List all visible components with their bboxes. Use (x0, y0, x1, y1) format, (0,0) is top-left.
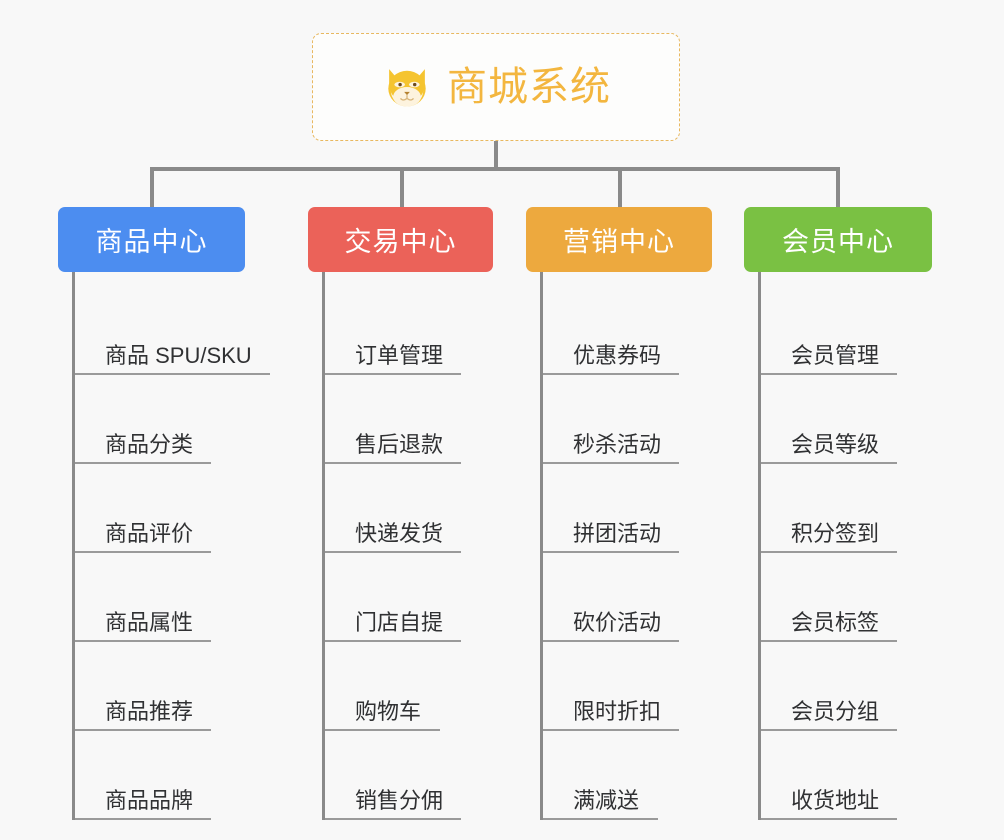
list-item[interactable]: 商品 SPU/SKU (75, 286, 302, 375)
leaf-underline (75, 462, 211, 464)
list-item[interactable]: 门店自提 (325, 553, 552, 642)
leaf-label: 订单管理 (355, 342, 444, 368)
leaf-underline (543, 551, 679, 553)
leaf-underline (325, 729, 440, 731)
leaf-underline (75, 551, 211, 553)
connector-drop-marketing-center (618, 167, 622, 209)
list-item[interactable]: 优惠券码 (543, 286, 770, 375)
leaf-label: 积分签到 (791, 520, 880, 546)
list-item[interactable]: 商品分类 (75, 375, 302, 464)
list-item[interactable]: 秒杀活动 (543, 375, 770, 464)
leaf-label: 销售分佣 (355, 787, 444, 813)
leaf-label: 会员管理 (791, 342, 880, 368)
leaf-list-product-center: 商品 SPU/SKU 商品分类 商品评价 商品属性 商品推荐 商品品牌 (72, 272, 302, 820)
leaf-underline (543, 729, 679, 731)
leaf-label: 砍价活动 (573, 609, 662, 635)
list-item[interactable]: 会员等级 (761, 375, 988, 464)
leaf-list-member-center: 会员管理 会员等级 积分签到 会员标签 会员分组 收货地址 (758, 272, 988, 820)
leaf-underline (543, 462, 679, 464)
list-item[interactable]: 快递发货 (325, 464, 552, 553)
leaf-underline (75, 818, 211, 820)
leaf-label: 商品 SPU/SKU (105, 342, 252, 368)
list-item[interactable]: 商品品牌 (75, 731, 302, 820)
connector-drop-member-center (836, 167, 840, 209)
root-node[interactable]: 商城系统 (312, 33, 680, 141)
leaf-underline (325, 551, 461, 553)
list-item[interactable]: 会员管理 (761, 286, 988, 375)
list-item[interactable]: 订单管理 (325, 286, 552, 375)
list-item[interactable]: 收货地址 (761, 731, 988, 820)
list-item[interactable]: 商品评价 (75, 464, 302, 553)
leaf-underline (543, 373, 679, 375)
leaf-label: 购物车 (355, 698, 422, 724)
leaf-label: 会员标签 (791, 609, 880, 635)
leaf-label: 商品推荐 (105, 698, 194, 724)
list-item[interactable]: 积分签到 (761, 464, 988, 553)
leaf-underline (543, 818, 658, 820)
leaf-underline (75, 729, 211, 731)
list-item[interactable]: 限时折扣 (543, 642, 770, 731)
category-label: 交易中心 (344, 227, 457, 257)
leaf-label: 满减送 (573, 787, 640, 813)
category-header-product-center[interactable]: 商品中心 (58, 207, 245, 272)
list-item[interactable]: 满减送 (543, 731, 770, 820)
branch-product-center: 商品中心 商品 SPU/SKU 商品分类 商品评价 商品属性 商品推荐 (58, 207, 302, 820)
list-item[interactable]: 购物车 (325, 642, 552, 731)
shiba-dog-face-icon (388, 69, 426, 107)
leaf-label: 秒杀活动 (573, 431, 662, 457)
leaf-label: 限时折扣 (573, 698, 662, 724)
leaf-label: 门店自提 (355, 609, 444, 635)
connector-drop-trade-center (400, 167, 404, 209)
leaf-underline (325, 462, 461, 464)
leaf-label: 会员等级 (791, 431, 880, 457)
leaf-underline (761, 818, 897, 820)
leaf-label: 售后退款 (355, 431, 444, 457)
leaf-underline (325, 373, 461, 375)
list-item[interactable]: 售后退款 (325, 375, 552, 464)
connector-drop-product-center (150, 167, 154, 209)
leaf-label: 优惠券码 (573, 342, 662, 368)
connector-root-stem (494, 141, 498, 170)
leaf-label: 会员分组 (791, 698, 880, 724)
leaf-underline (543, 640, 679, 642)
leaf-label: 快递发货 (355, 520, 444, 546)
leaf-underline (761, 729, 897, 731)
category-label: 营销中心 (563, 227, 675, 257)
leaf-label: 收货地址 (791, 787, 880, 813)
category-header-marketing-center[interactable]: 营销中心 (526, 207, 712, 272)
leaf-underline (325, 818, 461, 820)
leaf-underline (761, 551, 897, 553)
category-label: 会员中心 (782, 227, 894, 257)
leaf-underline (761, 373, 897, 375)
list-item[interactable]: 销售分佣 (325, 731, 552, 820)
list-item[interactable]: 拼团活动 (543, 464, 770, 553)
branch-trade-center: 交易中心 订单管理 售后退款 快递发货 门店自提 购物车 (308, 207, 552, 820)
branch-member-center: 会员中心 会员管理 会员等级 积分签到 会员标签 会员分组 (744, 207, 988, 820)
leaf-label: 商品属性 (105, 609, 194, 635)
list-item[interactable]: 商品属性 (75, 553, 302, 642)
root-title: 商城系统 (447, 65, 611, 109)
category-label: 商品中心 (95, 227, 208, 257)
category-header-trade-center[interactable]: 交易中心 (308, 207, 493, 272)
list-item[interactable]: 砍价活动 (543, 553, 770, 642)
connector-horizontal-bar (150, 167, 839, 171)
list-item[interactable]: 商品推荐 (75, 642, 302, 731)
leaf-label: 拼团活动 (573, 520, 662, 546)
leaf-list-trade-center: 订单管理 售后退款 快递发货 门店自提 购物车 销售分佣 (322, 272, 552, 820)
category-header-member-center[interactable]: 会员中心 (744, 207, 932, 272)
branch-marketing-center: 营销中心 优惠券码 秒杀活动 拼团活动 砍价活动 限时折扣 (526, 207, 770, 820)
leaf-underline (325, 640, 461, 642)
leaf-list-marketing-center: 优惠券码 秒杀活动 拼团活动 砍价活动 限时折扣 满减送 (540, 272, 770, 820)
leaf-underline (75, 373, 270, 375)
leaf-label: 商品品牌 (105, 787, 194, 813)
leaf-underline (761, 462, 897, 464)
leaf-label: 商品评价 (105, 520, 194, 546)
list-item[interactable]: 会员分组 (761, 642, 988, 731)
leaf-underline (75, 640, 211, 642)
leaf-label: 商品分类 (105, 431, 194, 457)
list-item[interactable]: 会员标签 (761, 553, 988, 642)
leaf-underline (761, 640, 897, 642)
